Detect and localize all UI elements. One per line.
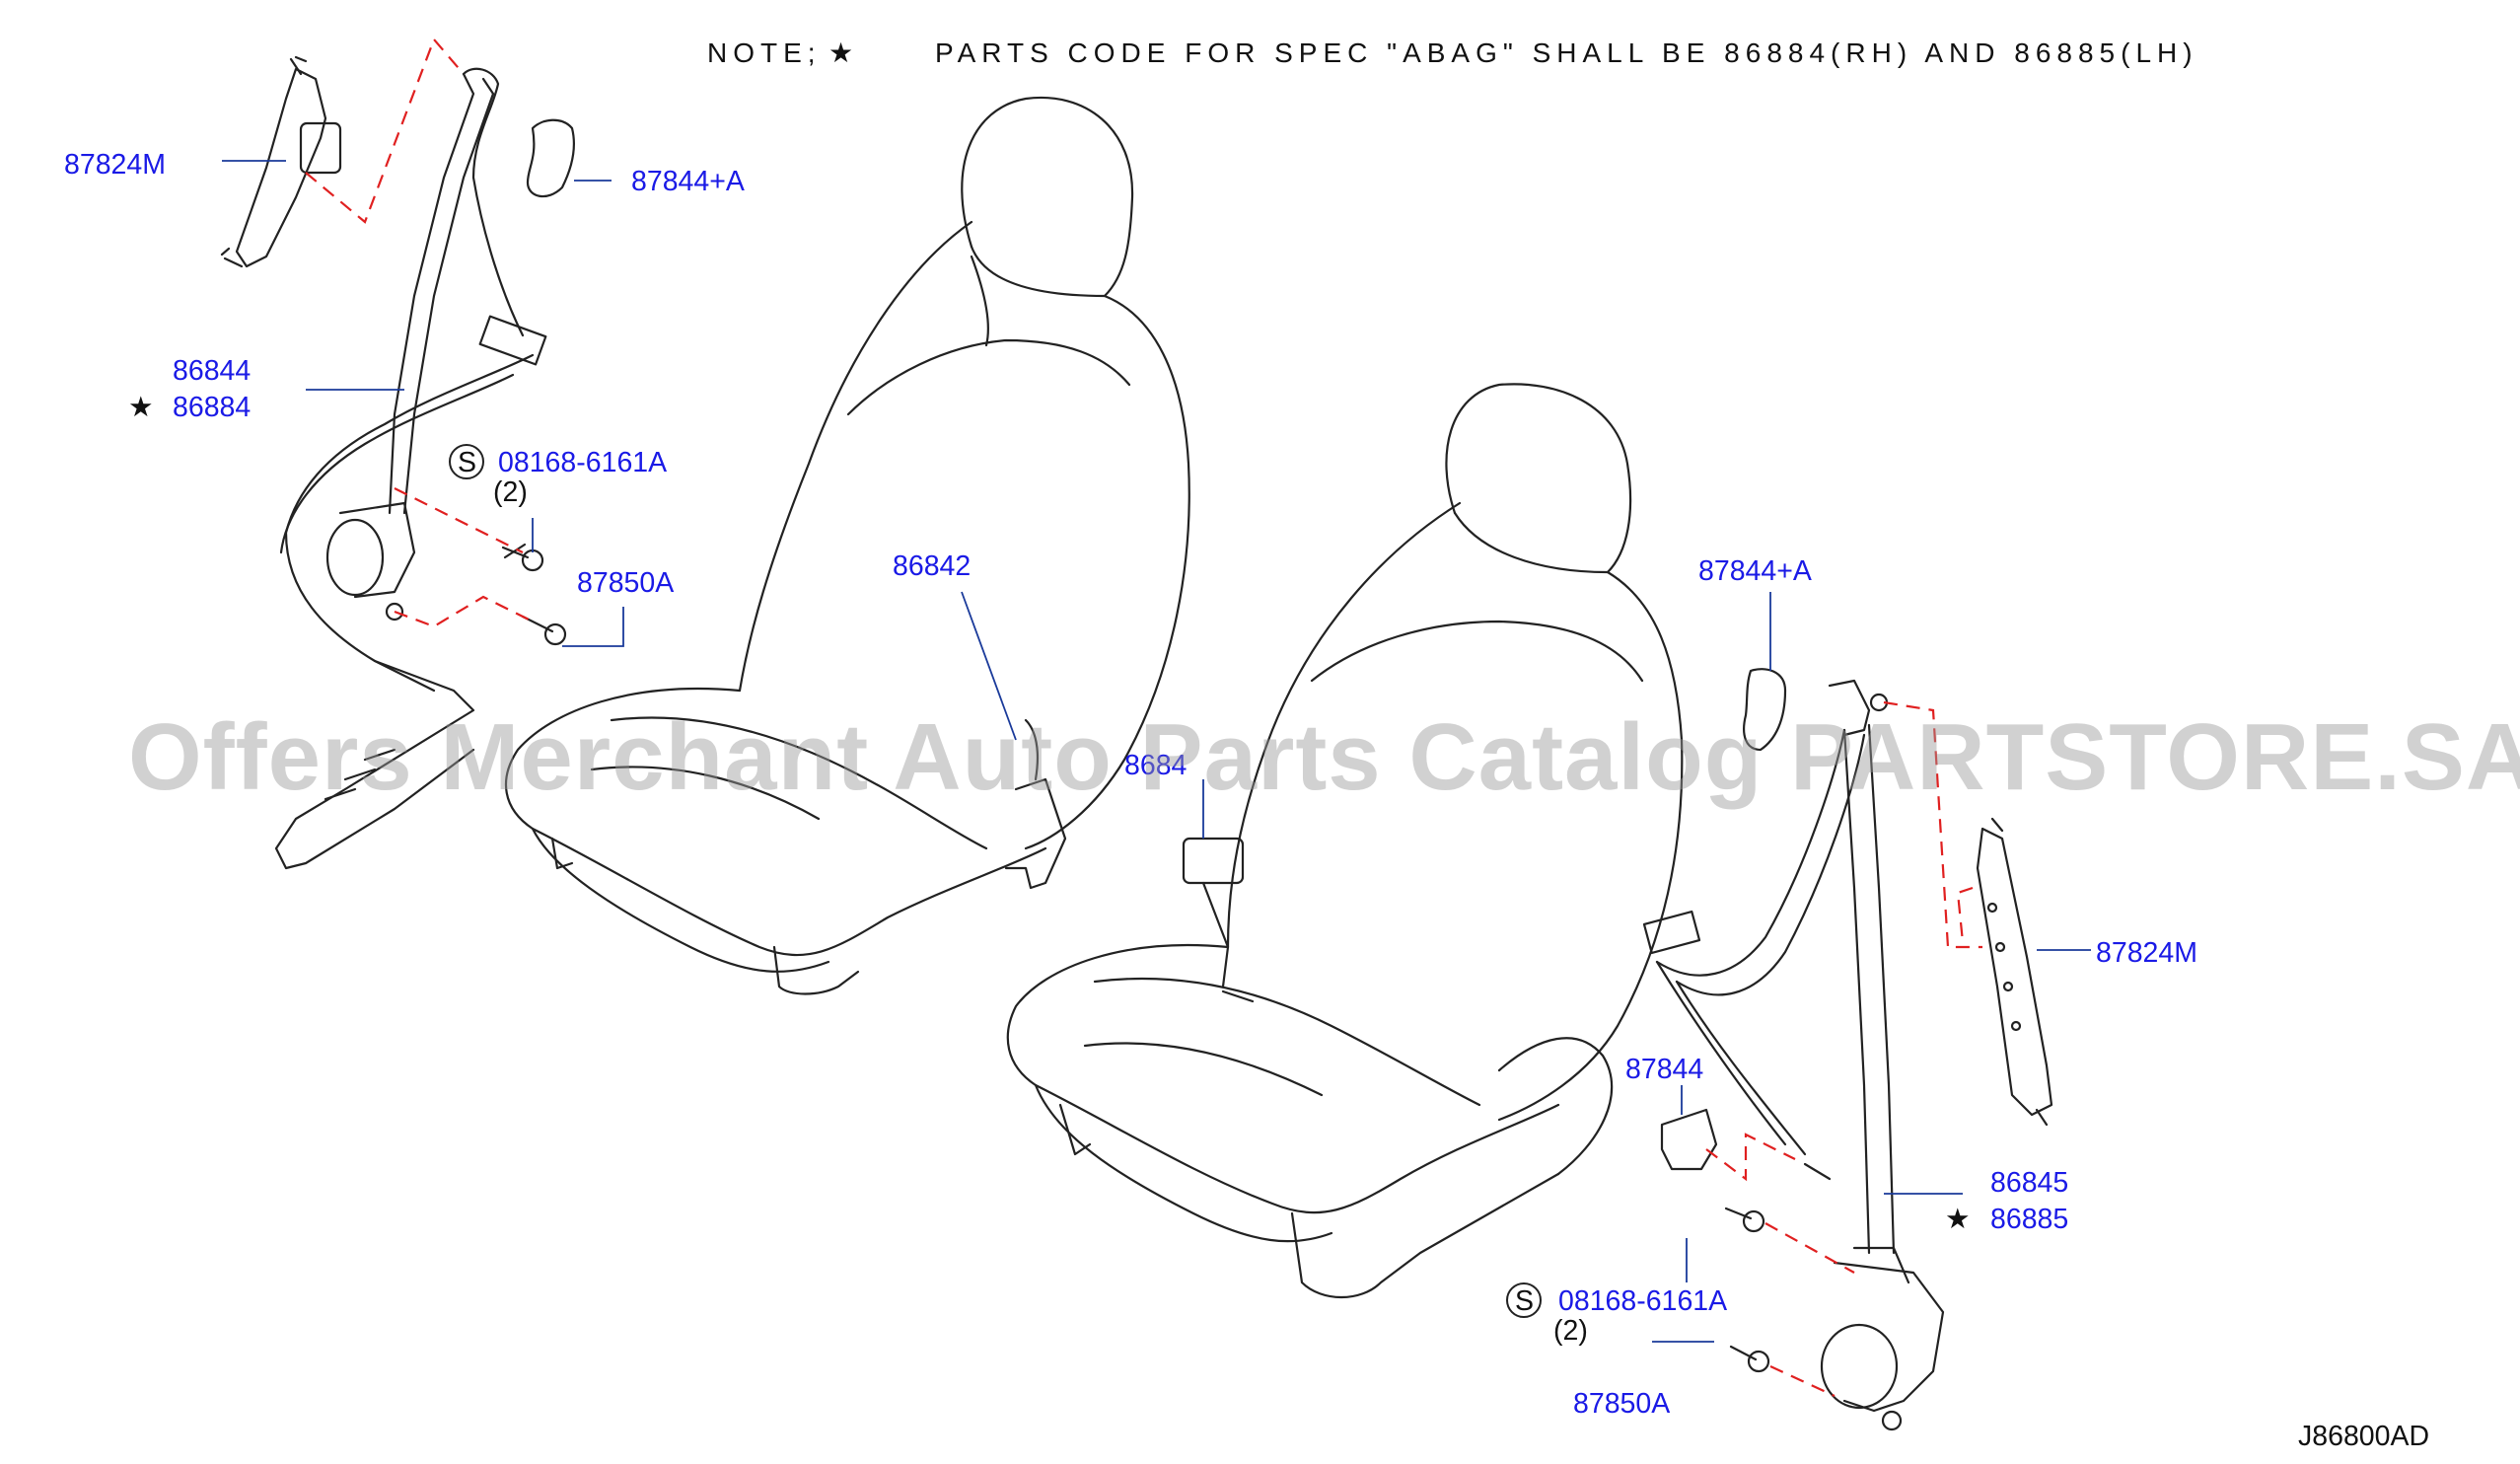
label-86844: 86844: [173, 355, 251, 387]
star-icon-86885: ★: [1945, 1204, 1971, 1235]
label-87824m-right: 87824M: [2096, 937, 2197, 969]
qty-left: (2): [493, 476, 528, 508]
left-seat-belt-assembly: [220, 55, 576, 870]
label-86845: 86845: [1990, 1167, 2068, 1199]
left-dashed-connectors: [305, 37, 534, 628]
center-buckles: [1004, 718, 1255, 1003]
s-letter-left: S: [458, 447, 476, 478]
label-08168-right: 08168-6161A: [1558, 1285, 1727, 1317]
right-seat-belt-assembly: [1642, 668, 2053, 1431]
right-dashed-connectors: [1705, 700, 1982, 1397]
label-87844a-left: 87844+A: [631, 166, 745, 197]
s-circle-icon-right: [1506, 1282, 1542, 1318]
left-seat-illustration: [504, 96, 1190, 995]
note-star-icon: ★: [828, 37, 859, 68]
note-prefix: NOTE;: [707, 37, 822, 68]
label-86885: 86885: [1990, 1204, 2068, 1235]
label-08168-left: 08168-6161A: [498, 447, 667, 478]
s-letter-right: S: [1515, 1285, 1534, 1317]
label-87844: 87844: [1625, 1054, 1703, 1085]
label-87850a-right: 87850A: [1573, 1388, 1670, 1420]
note-header: NOTE; ★ PARTS CODE FOR SPEC "ABAG" SHALL…: [707, 37, 2198, 68]
right-seat-illustration: [1006, 383, 1684, 1299]
label-86884: 86884: [173, 392, 251, 423]
diagram-code: J86800AD: [2298, 1421, 2429, 1452]
qty-right: (2): [1553, 1315, 1588, 1347]
label-87824m-left: 87824M: [64, 149, 166, 181]
label-86842: 86842: [893, 550, 971, 582]
note-text: PARTS CODE FOR SPEC "ABAG" SHALL BE 8688…: [935, 37, 2198, 68]
watermark: Offers Merchant Auto Parts Catalog PARTS…: [128, 704, 2520, 810]
s-circle-icon-left: [449, 444, 484, 479]
label-87844a-right: 87844+A: [1698, 555, 1812, 587]
leader-lines: [222, 160, 2091, 1343]
star-icon-86884: ★: [128, 392, 154, 423]
label-87850a-left: 87850A: [577, 567, 674, 599]
callout-labels: 87824M 87844+A 86844 ★ 86884 S 08168-616…: [64, 149, 2197, 1420]
label-8684-partial: 8684: [1124, 750, 1188, 781]
